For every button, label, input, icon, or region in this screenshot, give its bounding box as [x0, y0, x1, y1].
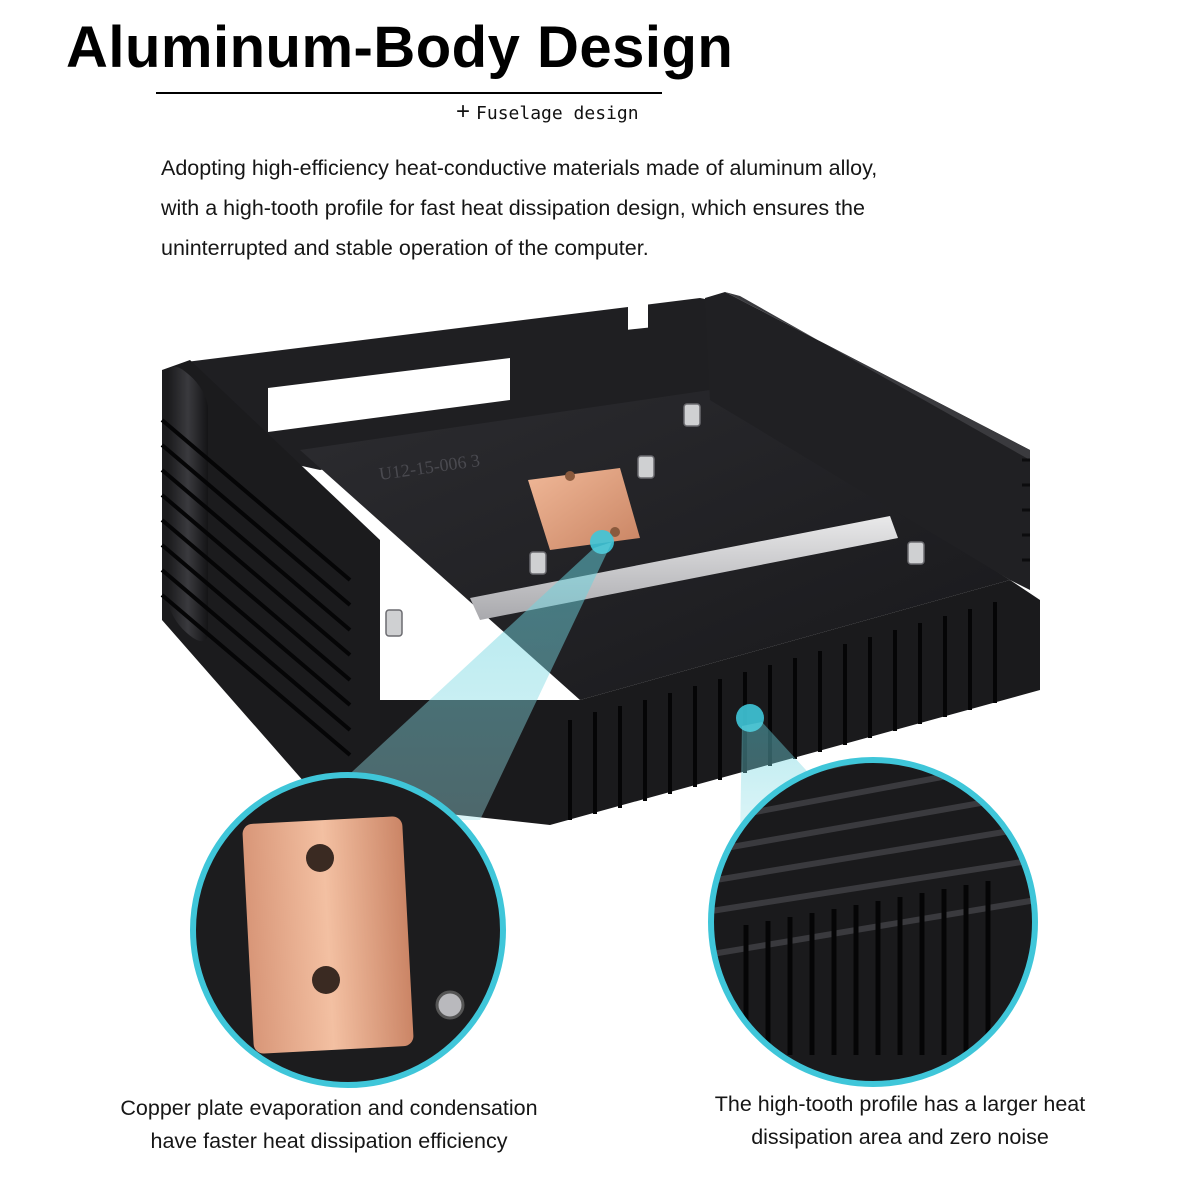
description: Adopting high-efficiency heat-conductive… [161, 148, 1021, 268]
subtitle-text: Fuselage design [476, 103, 639, 124]
caption-left-line-1: Copper plate evaporation and condensatio… [120, 1096, 538, 1120]
description-line-3: uninterrupted and stable operation of th… [161, 236, 649, 260]
title-divider [156, 92, 662, 94]
copper-plate-zoom [190, 772, 506, 1088]
description-line-2: with a high-tooth profile for fast heat … [161, 196, 865, 220]
caption-right-line-1: The high-tooth profile has a larger heat [714, 1092, 1086, 1116]
caption-heatsink: The high-tooth profile has a larger heat… [680, 1088, 1120, 1154]
caption-left-line-2: have faster heat dissipation efficiency [150, 1129, 508, 1153]
caption-right-line-2: dissipation area and zero noise [751, 1125, 1049, 1149]
heatsink-fins-zoom [708, 757, 1038, 1087]
page-title: Aluminum-Body Design [66, 15, 734, 80]
description-line-1: Adopting high-efficiency heat-conductive… [161, 156, 878, 180]
subtitle: +Fuselage design [456, 99, 639, 127]
aluminum-chassis-illustration: U12-15-006 3 [160, 285, 1040, 840]
plus-icon: + [456, 98, 471, 125]
caption-copper-plate: Copper plate evaporation and condensatio… [84, 1092, 574, 1158]
